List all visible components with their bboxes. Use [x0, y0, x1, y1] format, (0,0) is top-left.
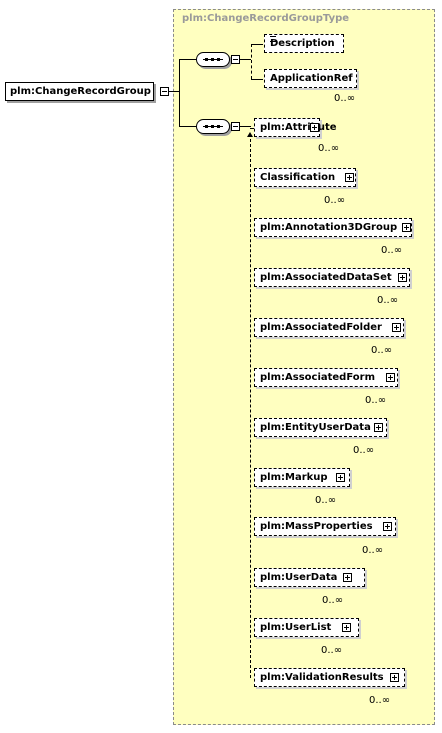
element-label: plm:MassProperties	[260, 521, 373, 532]
root-element-label: plm:ChangeRecordGroup	[10, 86, 151, 97]
cardinality-label: 0..∞	[381, 245, 403, 256]
connector	[240, 59, 251, 60]
connector	[240, 126, 251, 127]
element-label: plm:Annotation3DGroup	[260, 222, 398, 233]
element-label: ApplicationRef	[270, 73, 353, 84]
cardinality-label: 0..∞	[362, 545, 384, 556]
cardinality-label: 0..∞	[353, 445, 375, 456]
root-collapse-icon[interactable]	[160, 87, 169, 96]
element-plm-associatedform[interactable]: plm:AssociatedForm	[254, 368, 398, 387]
cardinality-label: 0..∞	[334, 93, 356, 104]
cardinality-label: 0..∞	[321, 645, 343, 656]
element-label: plm:Markup	[260, 472, 328, 483]
arrow-up-icon	[247, 132, 253, 137]
element-plm-markup[interactable]: plm:Markup	[254, 468, 350, 487]
expand-icon[interactable]	[374, 423, 383, 432]
cardinality-label: 0..∞	[369, 695, 391, 706]
element-plm-validationresults[interactable]: plm:ValidationResults	[254, 668, 405, 687]
expand-icon[interactable]	[386, 373, 395, 382]
element-label: plm:AssociatedDataSet	[260, 272, 392, 283]
type-label: plm:ChangeRecordGroupType	[182, 13, 350, 24]
element-label: plm:EntityUserData	[260, 422, 371, 433]
connector	[250, 128, 254, 129]
cardinality-label: 0..∞	[371, 345, 393, 356]
element-plm-annotation3dgroup[interactable]: plm:Annotation3DGroup	[254, 218, 412, 237]
element-label: plm:AssociatedFolder	[260, 322, 382, 333]
connector	[251, 79, 263, 80]
sequence-compositor-icon	[196, 119, 230, 134]
element-plm-massproperties[interactable]: plm:MassProperties	[254, 517, 396, 536]
cardinality-label: 0..∞	[318, 143, 340, 154]
expand-icon[interactable]	[343, 573, 352, 582]
element-label: Description	[270, 38, 335, 49]
connector	[169, 91, 179, 92]
expand-icon[interactable]	[383, 522, 392, 531]
cardinality-label: 0..∞	[322, 595, 344, 606]
cardinality-label: 0..∞	[315, 495, 337, 506]
expand-icon[interactable]	[345, 173, 354, 182]
element-label: plm:AssociatedForm	[260, 372, 375, 383]
element-applicationref[interactable]: ApplicationRef	[264, 69, 357, 88]
element-plm-userdata[interactable]: plm:UserData	[254, 568, 365, 587]
cardinality-label: 0..∞	[377, 295, 399, 306]
element-plm-attribute[interactable]: plm:Attribute	[254, 118, 337, 137]
documentation-icon	[270, 36, 276, 42]
expand-icon[interactable]	[336, 473, 345, 482]
cardinality-label: 0..∞	[365, 395, 387, 406]
connector	[251, 44, 252, 79]
expand-icon[interactable]	[402, 223, 411, 232]
element-plm-userlist[interactable]: plm:UserList	[254, 618, 359, 637]
connector	[179, 126, 196, 127]
element-description[interactable]: Description	[264, 34, 344, 53]
cardinality-label: 0..∞	[324, 195, 346, 206]
expand-icon[interactable]	[390, 673, 399, 682]
expand-icon[interactable]	[342, 623, 351, 632]
connector	[179, 59, 180, 126]
element-label: plm:UserData	[260, 572, 338, 583]
expand-icon[interactable]	[398, 273, 407, 282]
sequence-compositor-icon	[196, 52, 230, 67]
expand-icon[interactable]	[392, 323, 401, 332]
element-plm-associatedfolder[interactable]: plm:AssociatedFolder	[254, 318, 404, 337]
connector	[250, 134, 251, 678]
element-classification[interactable]: Classification	[254, 168, 356, 187]
connector	[251, 44, 263, 45]
element-label: plm:ValidationResults	[260, 672, 384, 683]
element-label: Classification	[260, 172, 336, 183]
expand-icon[interactable]	[310, 123, 319, 132]
sequence-collapse-icon[interactable]	[231, 122, 240, 131]
sequence-collapse-icon[interactable]	[231, 55, 240, 64]
connector	[179, 59, 196, 60]
element-plm-entityuserdata[interactable]: plm:EntityUserData	[254, 418, 387, 437]
element-label: plm:UserList	[260, 622, 332, 633]
root-element[interactable]: plm:ChangeRecordGroup	[5, 82, 154, 101]
element-label: plm:Attribute	[260, 122, 337, 133]
element-plm-associateddataset[interactable]: plm:AssociatedDataSet	[254, 268, 410, 287]
